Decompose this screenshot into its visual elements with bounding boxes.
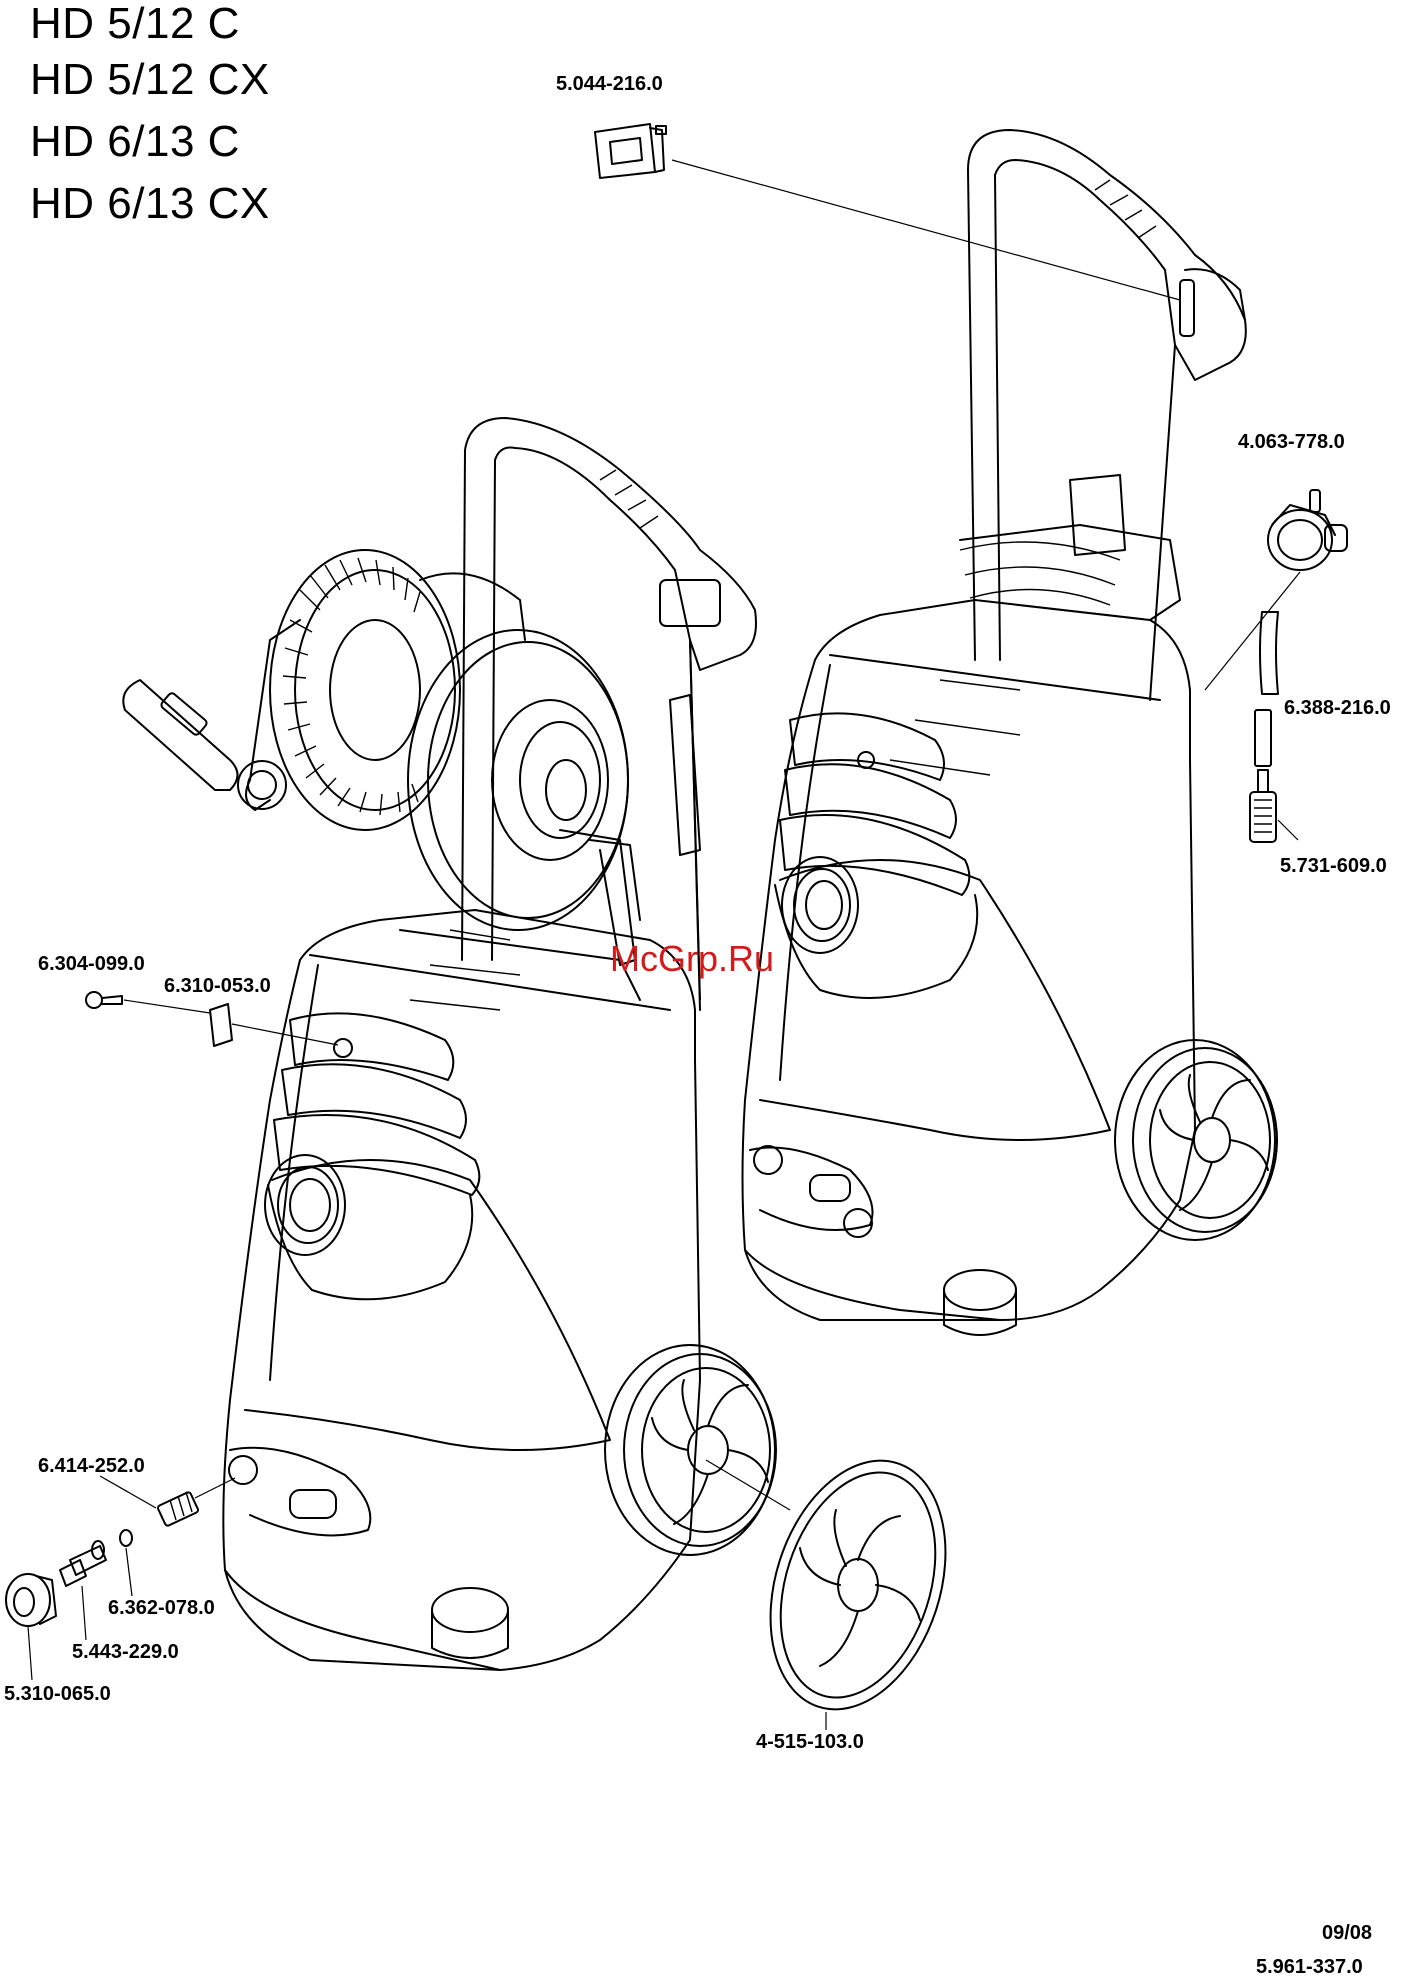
label-inlet-filter: 5.731-609.0 bbox=[1280, 856, 1387, 876]
label-union-nut: 5.310-065.0 bbox=[4, 1684, 111, 1704]
label-nipple: 6.414-252.0 bbox=[38, 1456, 145, 1476]
part-clamp bbox=[210, 1004, 232, 1046]
machine-right bbox=[743, 130, 1278, 1335]
part-clip bbox=[595, 124, 666, 178]
footer-doc-number: 5.961-337.0 bbox=[1256, 1956, 1363, 1979]
part-inlet-filter bbox=[1250, 770, 1276, 842]
label-o-ring: 6.362-078.0 bbox=[108, 1598, 215, 1618]
watermark: McGrp.Ru bbox=[610, 938, 774, 980]
part-union-nut bbox=[6, 1574, 56, 1626]
label-screw: 6.304-099.0 bbox=[38, 954, 145, 974]
part-hose-piece bbox=[1255, 612, 1278, 766]
label-wheel-cap: 4-515-103.0 bbox=[756, 1732, 864, 1752]
label-clamp: 6.310-053.0 bbox=[164, 976, 271, 996]
part-filter-housing bbox=[1268, 490, 1347, 570]
part-nipple bbox=[157, 1491, 199, 1526]
part-screw bbox=[86, 992, 122, 1008]
footer-date: 09/08 bbox=[1322, 1922, 1372, 1945]
part-wheel-cap bbox=[740, 1438, 975, 1732]
part-coupling bbox=[60, 1541, 106, 1586]
label-coupling: 5.443-229.0 bbox=[72, 1642, 179, 1662]
label-filter-housing: 4.063-778.0 bbox=[1238, 432, 1345, 452]
label-clip: 5.044-216.0 bbox=[556, 74, 663, 94]
label-hose-piece: 6.388-216.0 bbox=[1284, 698, 1391, 718]
